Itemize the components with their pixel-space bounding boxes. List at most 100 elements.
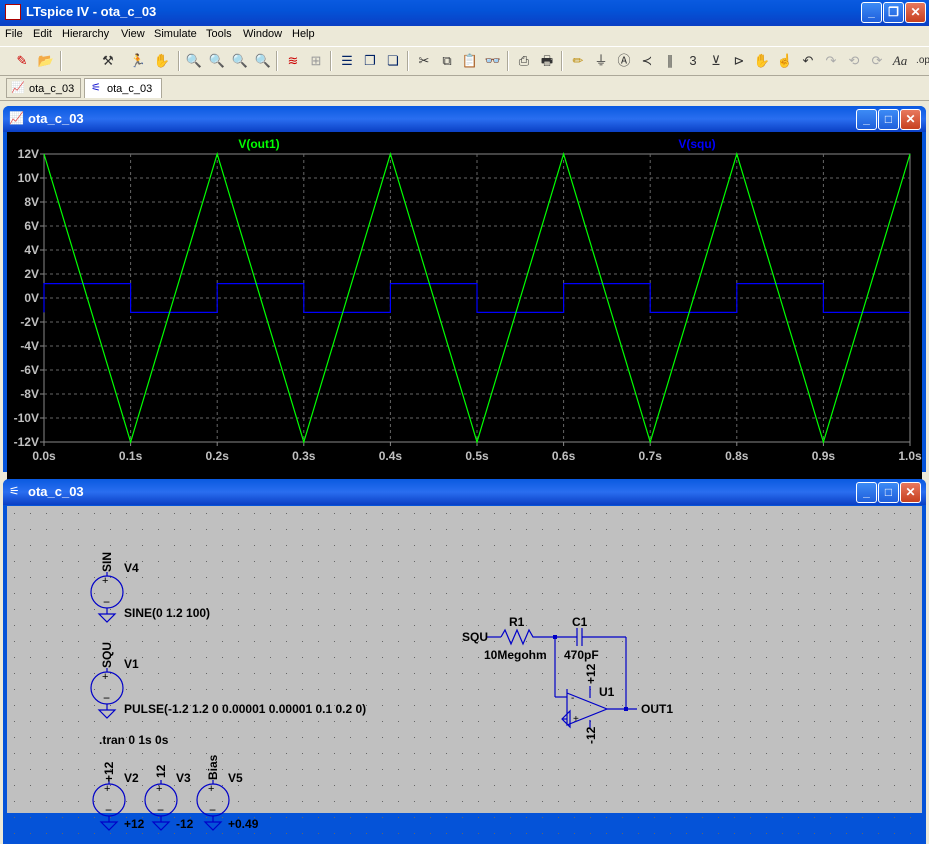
cut-icon[interactable]: ✂ xyxy=(418,53,430,68)
waveform-close-button[interactable]: ✕ xyxy=(900,109,921,130)
capacitor-value: 470pF xyxy=(564,648,599,662)
minimize-button[interactable]: _ xyxy=(861,2,882,23)
text-icon[interactable]: Aa xyxy=(892,53,908,68)
schematic-canvas[interactable]: + − SIN V4 SINE(0 1.2 100) + − SQU V1 PU… xyxy=(7,506,922,836)
component-icon[interactable]: ⊳ xyxy=(733,53,745,68)
schematic-close-button[interactable]: ✕ xyxy=(900,482,921,503)
schematic-maximize-button[interactable]: □ xyxy=(878,482,899,503)
mirror-icon[interactable]: ⟳ xyxy=(871,53,883,68)
close-button[interactable]: ✕ xyxy=(905,2,926,23)
opamp-vpos: +12 xyxy=(584,663,598,684)
source-name-v3: V3 xyxy=(176,771,191,785)
waveform-maximize-button[interactable]: □ xyxy=(878,109,899,130)
svg-text:+: + xyxy=(102,575,108,587)
find-icon[interactable]: 👓 xyxy=(484,53,502,68)
menu-edit[interactable]: Edit xyxy=(33,28,52,40)
menu-window[interactable]: Window xyxy=(243,28,283,40)
drag-hand-icon[interactable]: ☝ xyxy=(776,53,794,68)
y-tick-label: -10V xyxy=(14,411,39,425)
schematic-svg[interactable]: + − SIN V4 SINE(0 1.2 100) + − SQU V1 PU… xyxy=(7,506,922,836)
spice-directive-icon[interactable]: .op xyxy=(916,55,929,66)
waveform-minimize-button[interactable]: _ xyxy=(856,109,877,130)
autorange-icon[interactable]: ≋ xyxy=(287,53,299,68)
y-tick-label: 12V xyxy=(18,147,39,161)
y-tick-label: 2V xyxy=(24,267,39,281)
print-setup-icon[interactable]: ⎙ xyxy=(518,53,530,68)
opamp-inverting-sign: - xyxy=(571,693,574,704)
voltage-source-v1[interactable]: + − xyxy=(90,668,124,719)
diode-icon[interactable]: ⊻ xyxy=(711,53,721,68)
toolbar-separator xyxy=(407,51,409,71)
tile-vertical-icon[interactable]: ❏ xyxy=(387,53,399,68)
toolbar-separator xyxy=(178,51,180,71)
menu-tools[interactable]: Tools xyxy=(206,28,232,40)
redo-icon[interactable]: ↷ xyxy=(825,53,837,68)
open-folder-icon[interactable]: 📂 xyxy=(37,53,55,68)
schematic-minimize-button[interactable]: _ xyxy=(856,482,877,503)
capacitor-name: C1 xyxy=(572,615,588,629)
input-net-label: SQU xyxy=(462,630,488,644)
resistor-icon[interactable]: ≺ xyxy=(641,53,653,68)
tran-directive[interactable]: .tran 0 1s 0s xyxy=(99,733,169,747)
trace-v-squ xyxy=(43,283,910,313)
new-schematic-icon[interactable]: ✎ xyxy=(16,53,28,68)
tab-waveform[interactable]: 📈 ota_c_03 xyxy=(6,78,81,98)
undo-icon[interactable]: ↶ xyxy=(802,53,814,68)
zoom-fit-icon[interactable]: 🔍 xyxy=(254,53,272,68)
cascade-icon[interactable]: ❐ xyxy=(364,53,376,68)
svg-text:−: − xyxy=(103,691,110,705)
menu-simulate[interactable]: Simulate xyxy=(154,28,197,40)
tile-horizontal-icon[interactable]: ☰ xyxy=(341,53,353,68)
label-net-icon[interactable]: Ⓐ xyxy=(617,53,631,68)
y-tick-label: 6V xyxy=(24,219,39,233)
svg-text:−: − xyxy=(103,595,110,609)
y-tick-label: -2V xyxy=(20,315,39,329)
voltage-source-v4[interactable]: + − xyxy=(90,572,124,623)
pan-icon[interactable]: 🔍 xyxy=(208,53,226,68)
menu-file[interactable]: File xyxy=(5,28,23,40)
move-hand-icon[interactable]: ✋ xyxy=(753,53,771,68)
voltage-source-v3[interactable]: + − xyxy=(144,780,178,831)
copy-icon[interactable]: ⧉ xyxy=(442,53,452,68)
menu-hierarchy[interactable]: Hierarchy xyxy=(62,28,110,40)
zoom-out-icon[interactable]: 🔍 xyxy=(231,53,249,68)
menu-view[interactable]: View xyxy=(121,28,145,40)
output-node xyxy=(624,707,628,711)
svg-text:+: + xyxy=(156,783,162,795)
inductor-icon[interactable]: 3 xyxy=(689,53,697,68)
paste-icon[interactable]: 📋 xyxy=(461,53,479,68)
voltage-source-v5[interactable]: + − xyxy=(196,780,230,831)
schematic-grid xyxy=(7,506,922,836)
trace-legend-label: V(squ) xyxy=(678,137,715,151)
schematic-window-title-bar: ⚟ ota_c_03 _ □ ✕ xyxy=(3,479,926,505)
control-panel-icon[interactable]: ⚒ xyxy=(102,53,114,68)
schematic-tab-icon: ⚟ xyxy=(91,82,101,94)
x-tick-label: 0.3s xyxy=(292,449,316,463)
tab-schematic[interactable]: ⚟ ota_c_03 xyxy=(84,78,162,98)
restore-button[interactable]: ❐ xyxy=(883,2,904,23)
net-label-squ: SQU xyxy=(100,642,114,668)
svg-text:−: − xyxy=(157,803,164,817)
waveform-window-title: ota_c_03 xyxy=(28,111,84,126)
draw-wire-icon[interactable]: ✏ xyxy=(572,53,584,68)
fft-icon[interactable]: ⊞ xyxy=(310,53,322,68)
y-tick-label: 0V xyxy=(24,291,39,305)
schematic-window-title: ota_c_03 xyxy=(28,484,84,499)
y-tick-label: 8V xyxy=(24,195,39,209)
x-tick-label: 0.1s xyxy=(119,449,143,463)
ltspice-app-icon[interactable] xyxy=(5,4,21,20)
svg-text:+: + xyxy=(102,671,108,683)
menu-help[interactable]: Help xyxy=(292,28,315,40)
integrator-wires[interactable] xyxy=(487,628,637,729)
zoom-in-icon[interactable]: 🔍 xyxy=(185,53,203,68)
capacitor-icon[interactable]: ∥ xyxy=(666,53,674,68)
rotate-icon[interactable]: ⟲ xyxy=(848,53,860,68)
menu-bar: File Edit Hierarchy View Simulate Tools … xyxy=(0,26,929,45)
run-icon[interactable]: 🏃 xyxy=(129,53,147,68)
y-tick-label: 10V xyxy=(18,171,39,185)
print-icon[interactable]: 🖶 xyxy=(540,53,554,68)
halt-icon[interactable]: ✋ xyxy=(153,53,171,68)
ground-icon[interactable]: ⏚ xyxy=(594,53,608,68)
voltage-source-v2[interactable]: + − xyxy=(92,780,126,831)
